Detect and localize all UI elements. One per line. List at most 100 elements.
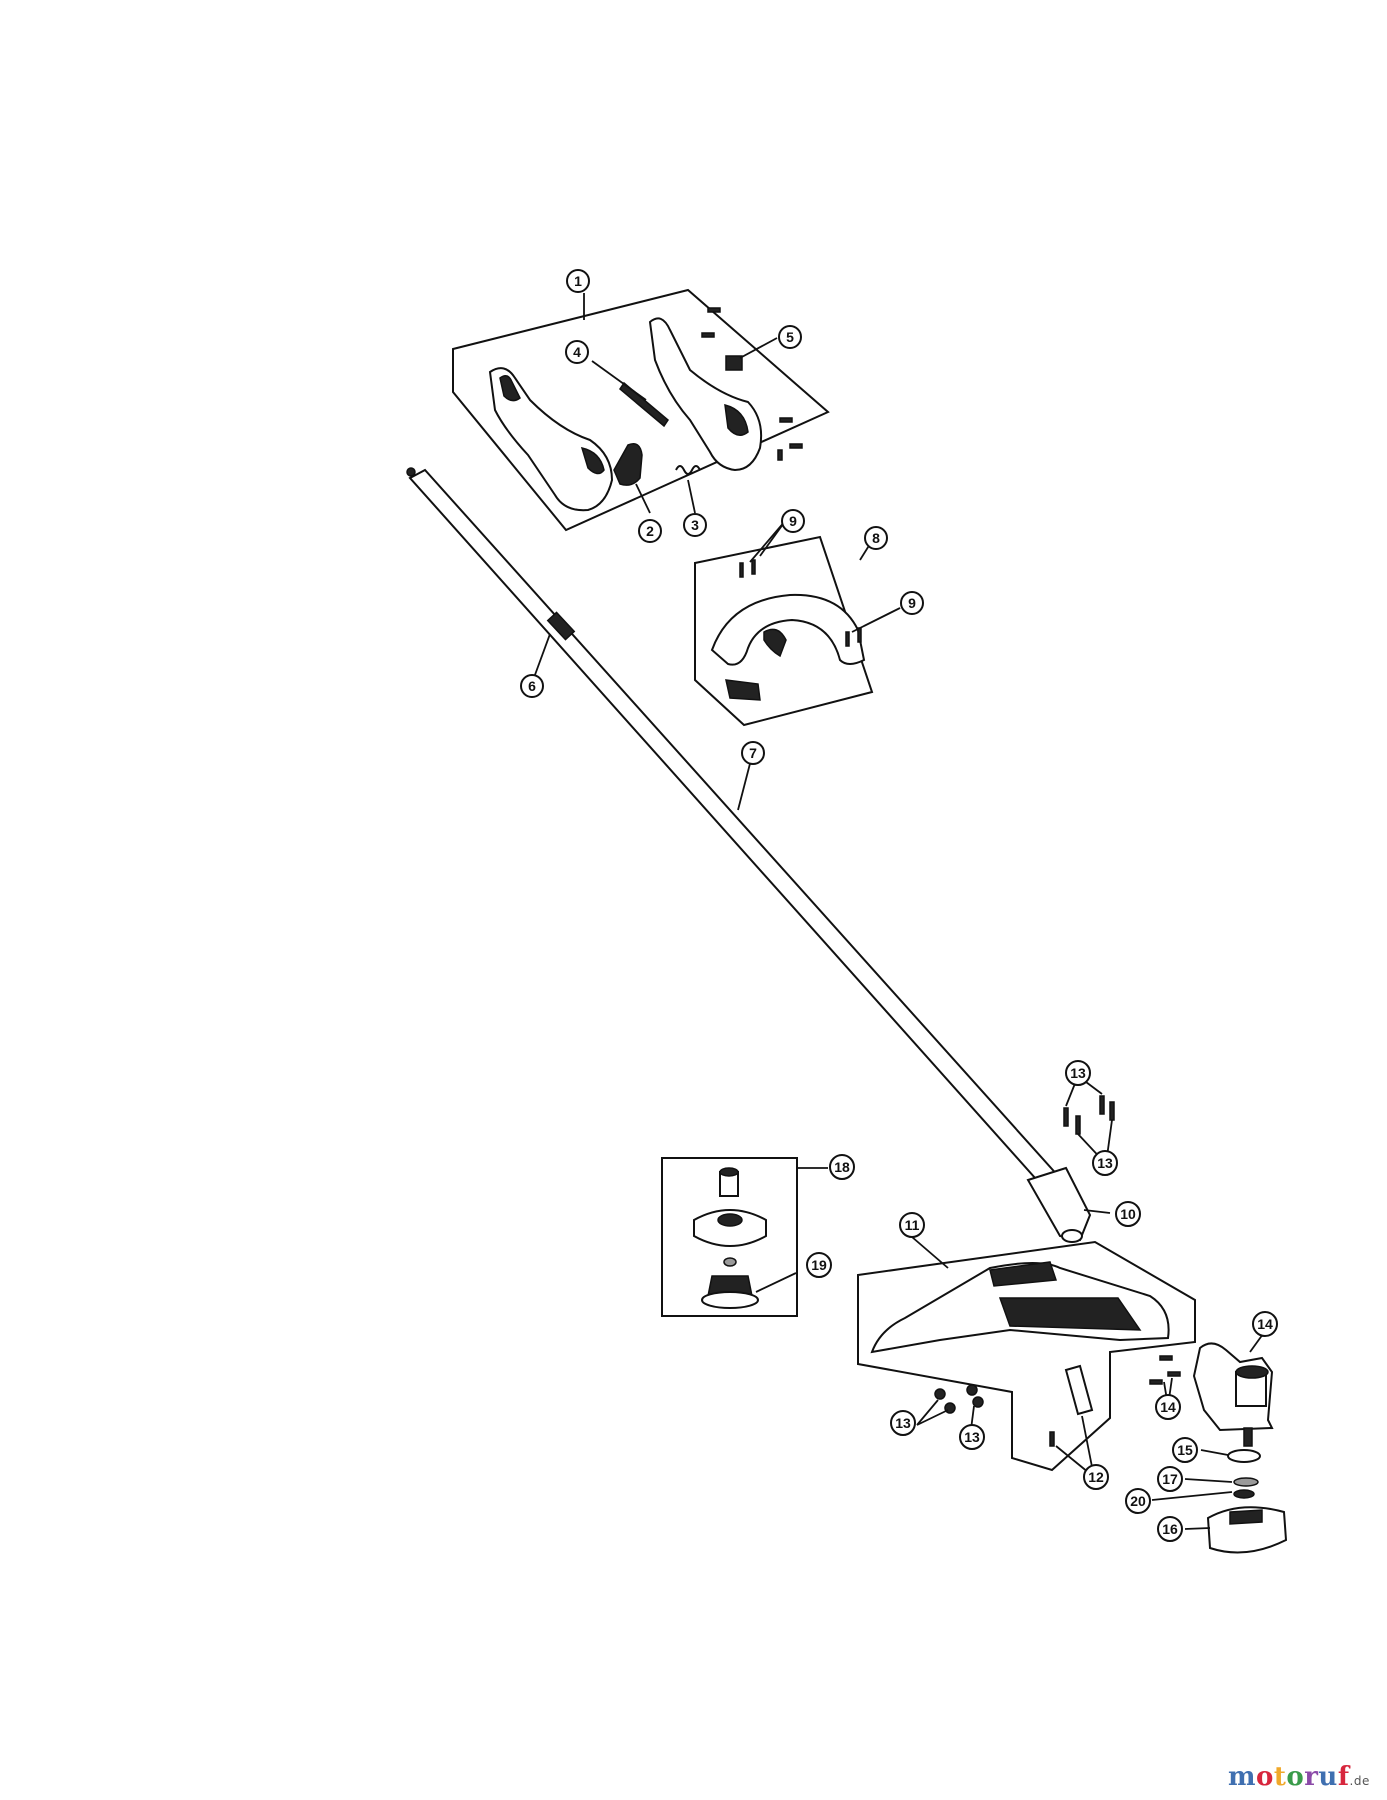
callout-20: 20 <box>1125 1488 1151 1514</box>
callout-18: 18 <box>829 1154 855 1180</box>
callout-14b-label: 14 <box>1160 1399 1176 1415</box>
callout-13d: 13 <box>959 1424 985 1450</box>
callout-11-label: 11 <box>905 1217 920 1233</box>
motor-housing-group <box>857 1236 1196 1478</box>
callout-6: 6 <box>520 674 544 698</box>
watermark-letter: m <box>1228 1762 1257 1792</box>
washer-15 <box>1227 1449 1261 1463</box>
switch-bar-part <box>619 381 669 428</box>
guard-clip <box>763 628 787 658</box>
callout-14a-label: 14 <box>1257 1316 1273 1332</box>
callout-6-label: 6 <box>528 678 536 694</box>
callout-14b: 14 <box>1155 1394 1181 1420</box>
callout-4: 4 <box>565 340 589 364</box>
watermark-tld: .de <box>1349 1774 1370 1788</box>
handle-housing-left-detail <box>580 446 605 475</box>
callout-18-label: 18 <box>834 1159 850 1175</box>
callout-10: 10 <box>1115 1201 1141 1227</box>
motor-housing-clamp <box>989 1261 1058 1287</box>
callout-8-label: 8 <box>872 530 880 546</box>
callout-12: 12 <box>1083 1464 1109 1490</box>
gear-head-top <box>1235 1365 1269 1379</box>
handle-kit-outline <box>452 288 830 532</box>
callout-10-label: 10 <box>1120 1206 1136 1222</box>
washer-17 <box>1233 1477 1259 1487</box>
strap-screw <box>1049 1431 1055 1447</box>
trigger-part <box>613 443 643 486</box>
watermark-letter: f <box>1337 1762 1350 1792</box>
callout-14a: 14 <box>1252 1311 1278 1337</box>
callout-7-label: 7 <box>749 745 757 761</box>
callout-13a: 13 <box>1065 1060 1091 1086</box>
callout-17: 17 <box>1157 1466 1183 1492</box>
coupler-end <box>1061 1229 1083 1243</box>
callout-9a-label: 9 <box>789 513 797 529</box>
handle-housing-right <box>648 317 763 472</box>
watermark-letter: o <box>1286 1762 1305 1792</box>
spool-bolt-head <box>719 1167 739 1177</box>
spool-hub <box>717 1213 743 1227</box>
handle-housing-left <box>488 367 614 512</box>
motor-housing-vent <box>998 1297 1142 1331</box>
watermark-letter: u <box>1318 1762 1338 1792</box>
callout-16: 16 <box>1157 1516 1183 1542</box>
guard-bracket <box>725 679 761 701</box>
spool-spring <box>723 1257 737 1267</box>
spool-cap-part <box>1206 1506 1288 1554</box>
callout-3-label: 3 <box>691 517 699 533</box>
housing-nuts <box>934 1384 984 1414</box>
callout-2-label: 2 <box>646 523 654 539</box>
callout-11: 11 <box>899 1212 925 1238</box>
callout-7: 7 <box>741 741 765 765</box>
callout-15: 15 <box>1172 1437 1198 1463</box>
gear-head-screws <box>1149 1355 1181 1385</box>
spool-base-ring <box>701 1291 759 1309</box>
guard-kit-outline <box>694 535 874 727</box>
callout-19-label: 19 <box>811 1257 827 1273</box>
callout-13c: 13 <box>890 1410 916 1436</box>
guard-part <box>710 593 866 666</box>
callout-2: 2 <box>638 519 662 543</box>
washer-20 <box>1233 1489 1255 1499</box>
callout-13a-label: 13 <box>1070 1065 1086 1081</box>
housing-screws <box>701 307 803 461</box>
callout-1: 1 <box>566 269 590 293</box>
shaft-screws <box>1063 1095 1115 1135</box>
guard-screws <box>739 559 862 647</box>
callout-20-label: 20 <box>1130 1493 1146 1509</box>
watermark-name: motoruf <box>1228 1762 1350 1792</box>
callout-13b: 13 <box>1092 1150 1118 1176</box>
watermark-letter: r <box>1304 1762 1319 1792</box>
callout-15-label: 15 <box>1177 1442 1193 1458</box>
shaft-tip <box>406 467 416 477</box>
callout-9a: 9 <box>781 509 805 533</box>
gear-head-part <box>1192 1342 1274 1432</box>
guard-group <box>694 519 901 727</box>
callout-16-label: 16 <box>1162 1521 1178 1537</box>
callout-4-label: 4 <box>573 344 581 360</box>
callout-19: 19 <box>806 1252 832 1278</box>
gear-head-group <box>1149 1333 1288 1554</box>
callout-1-label: 1 <box>574 273 582 289</box>
handle-housing-group <box>452 288 830 532</box>
callout-13d-label: 13 <box>964 1429 980 1445</box>
callout-8: 8 <box>864 526 888 550</box>
spool-kit-group <box>661 1157 828 1317</box>
callout-5: 5 <box>778 325 802 349</box>
callout-13c-label: 13 <box>895 1415 911 1431</box>
callout-12-label: 12 <box>1088 1469 1104 1485</box>
watermark-letter: t <box>1273 1762 1287 1792</box>
callout-5-label: 5 <box>786 329 794 345</box>
callout-17-label: 17 <box>1162 1471 1178 1487</box>
coupler-part <box>1026 1166 1092 1242</box>
handle-housing-left-grip <box>499 375 521 402</box>
spool-cap-top <box>1229 1509 1263 1525</box>
callout-9b: 9 <box>900 591 924 615</box>
gear-head-shaft <box>1243 1427 1253 1447</box>
callout-13b-label: 13 <box>1097 1155 1113 1171</box>
site-watermark: motoruf.de <box>1228 1762 1370 1792</box>
coupler-group <box>1026 1075 1115 1243</box>
drive-shaft <box>408 468 1062 1190</box>
switch-part <box>725 355 743 371</box>
